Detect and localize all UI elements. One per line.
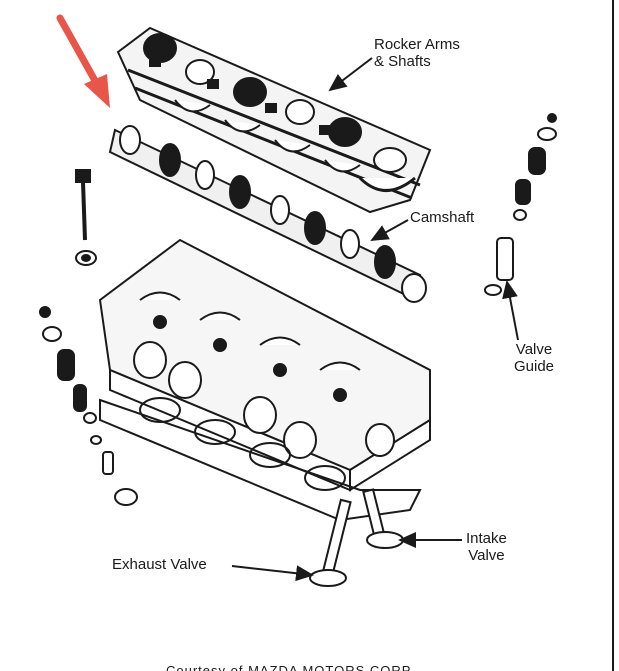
- head-gasket: [99, 397, 422, 522]
- leader-valve-guide: [502, 280, 519, 341]
- courtesy-caption: Courtesy of MAZDA MOTORS CORP.: [166, 663, 415, 671]
- intake-valve-label: Intake Valve: [466, 530, 507, 564]
- rocker-arms-assembly: [116, 26, 432, 214]
- camshaft: [108, 125, 427, 303]
- right-gutter: [614, 0, 619, 671]
- exhaust-valve-parts-stack: [39, 306, 138, 506]
- camshaft-label: Camshaft: [410, 209, 475, 226]
- leader-lines: [231, 57, 519, 582]
- intake-valve: [362, 488, 404, 549]
- red-pointer-arrow: [56, 14, 110, 108]
- valve-guide-label: Valve Guide: [514, 341, 555, 375]
- leader-exhaust: [231, 565, 314, 582]
- exhaust-valve-label: Exhaust Valve: [112, 556, 207, 573]
- head-bolt: [75, 169, 97, 266]
- intake-valve-parts-stack: [484, 113, 557, 296]
- leader-rocker: [328, 57, 373, 92]
- rocker-arms-label: Rocker Arms & Shafts: [374, 36, 460, 70]
- exhaust-valve: [309, 498, 352, 587]
- leader-camshaft: [370, 219, 409, 241]
